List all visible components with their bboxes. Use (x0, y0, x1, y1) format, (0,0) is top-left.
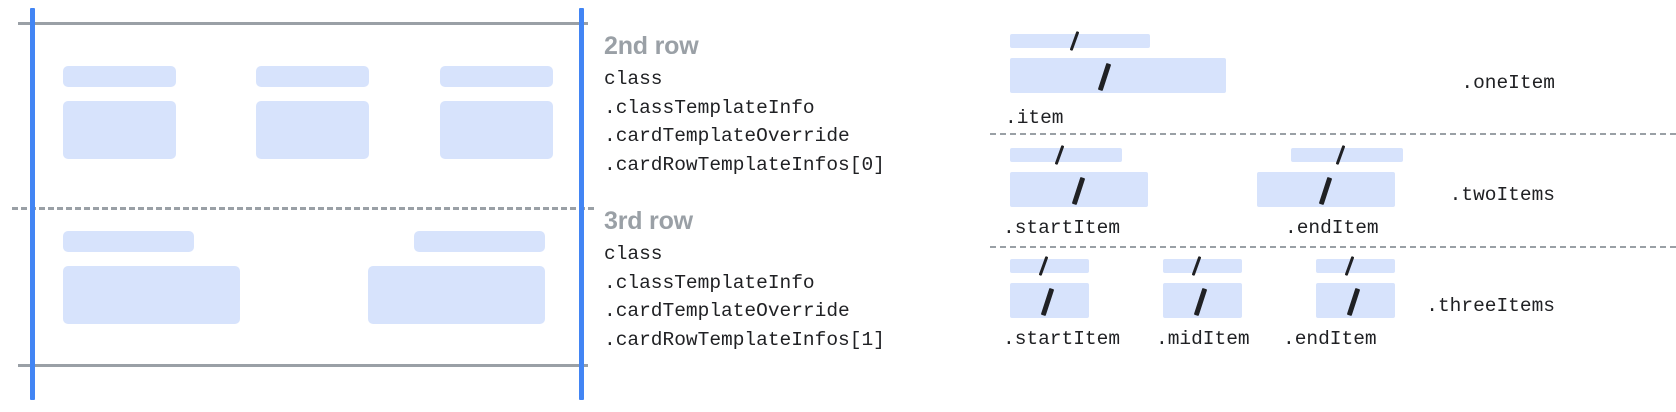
item-layout-panel: .item .oneItem .startItem .endItem .twoI… (985, 0, 1676, 412)
row3-cell2-body-bar (368, 266, 545, 324)
three-items-mid-slot-label: .midItem (1156, 328, 1250, 350)
annotation-third-row-line-3: .cardTemplateOverride (604, 300, 850, 322)
card-row-preview-panel (0, 0, 600, 412)
row2-cell1-label-bar (63, 66, 176, 87)
two-items-end-label-bar (1291, 148, 1403, 162)
row2-cell2-label-bar (256, 66, 369, 87)
card-bottom-boundary-line (18, 364, 588, 367)
card-top-boundary-line (18, 22, 588, 25)
row3-cell1-label-bar (63, 231, 194, 252)
annotation-second-row-title: 2nd row (604, 32, 699, 60)
row3-cell1-body-bar (63, 266, 240, 324)
card-left-edge-guide (30, 8, 35, 400)
two-items-group-label: .twoItems (1449, 184, 1555, 206)
item-layout-divider-1 (990, 133, 1676, 135)
annotation-third-row: 3rd row class .classTemplateInfo .cardTe… (604, 206, 885, 354)
three-items-end-label-bar (1316, 259, 1395, 273)
one-item-group-label: .oneItem (1461, 72, 1555, 94)
annotation-second-row-line-2: .classTemplateInfo (604, 96, 815, 119)
two-items-start-label-bar (1010, 148, 1122, 162)
row2-cell3-label-bar (440, 66, 553, 87)
annotation-second-row: 2nd row class .classTemplateInfo .cardTe… (604, 31, 885, 179)
one-item-slot-label: .item (1005, 107, 1064, 129)
one-item-label-bar (1010, 34, 1150, 48)
three-items-start-label-bar (1010, 259, 1089, 273)
card-row-divider-dashed (12, 207, 594, 210)
row2-cell1-body-bar (63, 101, 176, 159)
two-items-end-slot-label: .endItem (1285, 217, 1379, 239)
annotation-second-row-line-1: class (604, 68, 663, 90)
three-items-group-label: .threeItems (1426, 295, 1555, 317)
two-items-start-slot-label: .startItem (1003, 217, 1121, 239)
three-items-end-slot-label: .endItem (1283, 328, 1377, 350)
item-layout-divider-2 (990, 246, 1676, 248)
card-right-edge-guide (579, 8, 584, 400)
annotation-third-row-line-1: class (604, 243, 663, 265)
row3-cell2-label-bar (414, 231, 545, 252)
annotation-third-row-line-2: .classTemplateInfo (604, 271, 815, 294)
annotation-second-row-line-4: .cardRowTemplateInfos[0] (604, 153, 885, 176)
row2-cell3-body-bar (440, 101, 553, 159)
annotation-third-row-line-4: .cardRowTemplateInfos[1] (604, 328, 885, 351)
annotation-second-row-line-3: .cardTemplateOverride (604, 125, 850, 147)
one-item-body-bar (1010, 58, 1226, 93)
three-items-mid-label-bar (1163, 259, 1242, 273)
three-items-start-slot-label: .startItem (1003, 328, 1121, 350)
row2-cell2-body-bar (256, 101, 369, 159)
annotation-third-row-title: 3rd row (604, 207, 693, 235)
